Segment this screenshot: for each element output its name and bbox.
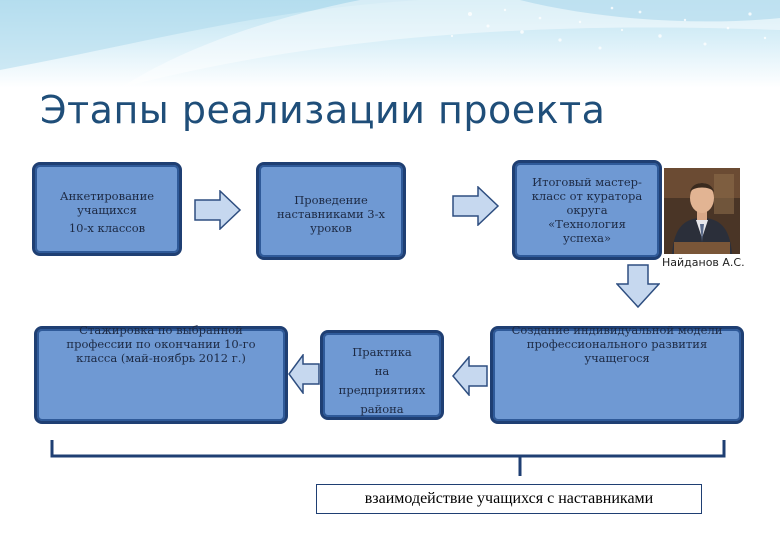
stage-line: уроков [310, 221, 352, 235]
arrow-right-icon [194, 190, 242, 230]
header-swoosh-decoration [0, 0, 780, 88]
stage-line: учащегося [584, 351, 650, 365]
stage-line: Проведение [294, 193, 368, 207]
stage-line: Итоговый мастер- [532, 175, 642, 189]
stage-line: предприятиях [338, 383, 426, 397]
arrow-left-icon [452, 356, 488, 396]
stage-box-master-class: Итоговый мастер- класс от куратора округ… [512, 160, 662, 260]
stage-line: класс от куратора [531, 189, 643, 203]
arrow-right-icon [452, 186, 500, 226]
summary-box: взаимодействие учащихся с наставниками [316, 484, 702, 514]
stage-box-internship: Стажировка по выбранной профессии по око… [34, 323, 288, 424]
stage-line: округа [566, 203, 608, 217]
slide-title: Этапы реализации проекта [40, 88, 606, 132]
stage-line: успеха» [562, 231, 612, 245]
stage-line: учащихся [77, 203, 137, 217]
stage-line: профессионального развития [526, 337, 708, 351]
stage-box-practice: Практика на предприятиях района [320, 330, 444, 420]
stage-line: Анкетирование [59, 189, 155, 203]
stage-line: класса (май-ноябрь 2012 г.) [76, 351, 246, 365]
photo-caption: Найданов А.С. [662, 256, 745, 269]
stage-line: профессии по окончании 10-го [66, 337, 256, 351]
stage-line: наставниками 3-х [277, 207, 385, 221]
stage-line: Стажировка по выбранной [79, 323, 243, 337]
grouping-bracket [50, 440, 726, 476]
person-photo [664, 168, 740, 254]
stage-line: на [374, 364, 390, 378]
stage-line: Создание индивидуальной модели [511, 323, 723, 337]
stage-box-survey: Анкетирование учащихся 10-х классов [32, 162, 182, 256]
stage-line: района [360, 402, 404, 416]
arrow-down-icon [616, 264, 660, 308]
arrow-left-icon [288, 354, 320, 394]
stage-line: «Технология [548, 217, 626, 231]
stage-line: 10-х классов [68, 221, 146, 235]
stage-line: Практика [352, 345, 412, 359]
header-band [0, 0, 780, 88]
stage-box-lessons: Проведение наставниками 3-х уроков [256, 162, 406, 260]
stage-box-individual-model: Создание индивидуальной модели профессио… [490, 323, 744, 424]
